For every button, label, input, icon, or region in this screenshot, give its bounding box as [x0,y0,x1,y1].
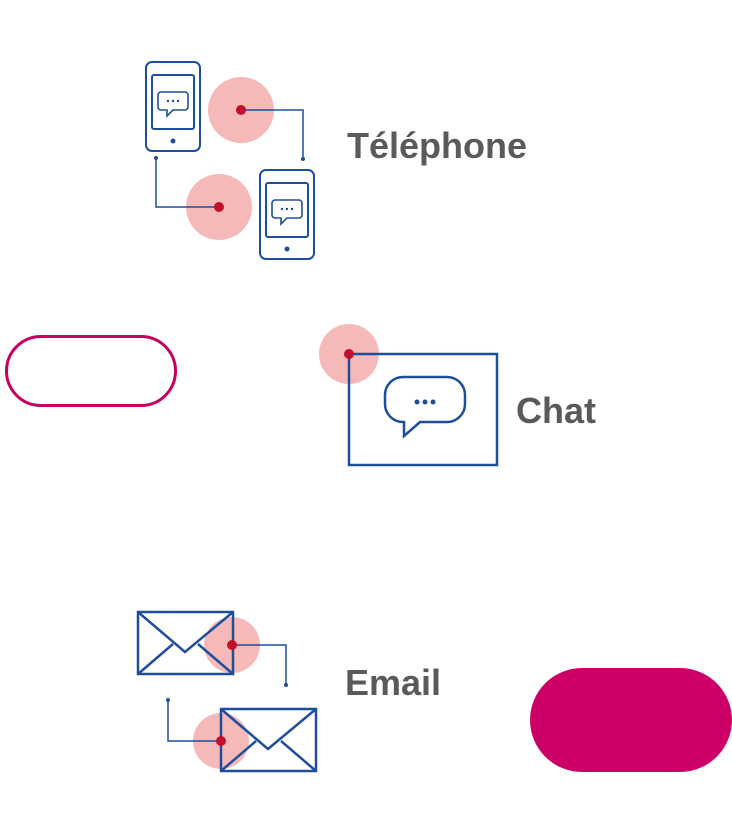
outline-pill-button[interactable] [5,335,177,407]
telephone-label: Téléphone [347,125,528,166]
chat-label: Chat [516,390,596,431]
envelope-icon [136,610,318,773]
chat-bubble-icon [319,324,499,467]
phone-chat-icon [145,61,315,260]
filled-pill-button[interactable] [530,668,732,772]
email-label: Email [345,662,442,703]
